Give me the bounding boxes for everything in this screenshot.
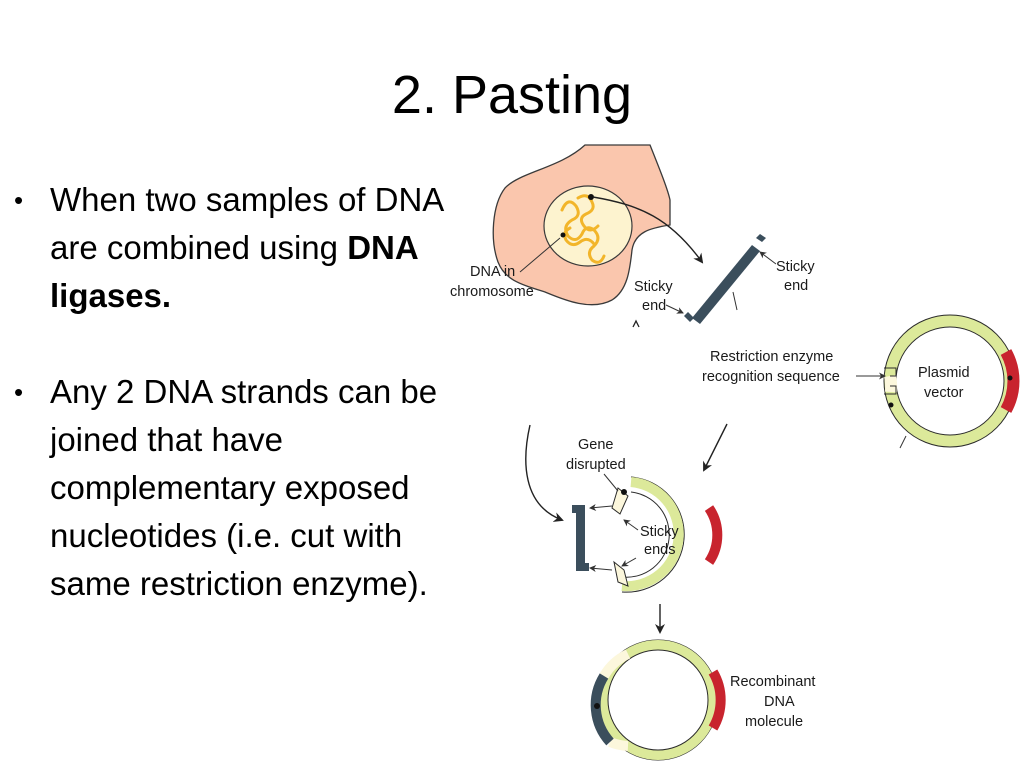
arrow-icon	[525, 424, 564, 522]
pointer-line	[603, 473, 619, 492]
pointer-arrow	[759, 251, 777, 265]
dna-fragment-icon	[684, 234, 766, 324]
opened-plasmid-icon	[611, 476, 723, 593]
bullet-dot-icon: •	[14, 377, 24, 407]
dna-in-chromosome-label: chromosome	[450, 284, 534, 300]
arrow-icon	[703, 423, 728, 472]
bullet-text: Any 2 DNA strands can be joined that hav…	[50, 373, 438, 602]
recombinant-dna-label: DNA	[764, 694, 795, 710]
pointer-arrow	[589, 565, 613, 573]
tick-mark	[732, 291, 738, 311]
slide-title: 2. Pasting	[391, 65, 633, 125]
sticky-ends-label: Sticky	[640, 524, 679, 540]
sticky-ends-label: ends	[644, 542, 675, 558]
arrow-icon	[592, 196, 704, 264]
bullet-dot-icon: •	[14, 185, 24, 215]
recombinant-dna-diagram: DNA in chromosome Sticky end Sticky end	[450, 144, 1020, 761]
recombinant-plasmid-icon	[590, 639, 726, 761]
chromosome-marker-icon	[560, 232, 566, 238]
gene-disrupted-label: Gene	[578, 437, 613, 453]
pointer-arrow	[589, 503, 613, 511]
sticky-end-label-left: end	[642, 298, 666, 314]
sticky-end-label-right: end	[784, 278, 808, 294]
restriction-enzyme-label: Restriction enzyme	[710, 349, 833, 365]
plasmid-vector-label: vector	[924, 385, 964, 401]
gene-disrupted-label: disrupted	[566, 457, 626, 473]
bullet-item-ligases: • When two samples of DNA are combined u…	[14, 176, 484, 320]
dna-fragment-icon	[572, 505, 589, 571]
sticky-end-label-left: Sticky	[634, 279, 673, 295]
bullet-text: When two samples of DNA are combined usi…	[50, 181, 443, 266]
pointer-arrow	[665, 304, 684, 314]
sticky-end-label-right: Sticky	[776, 259, 815, 275]
pointer-line	[519, 237, 561, 273]
nucleus-icon	[543, 185, 633, 267]
recombinant-dna-label: Recombinant	[730, 674, 815, 690]
plasmid-vector-icon	[883, 314, 1020, 448]
pointer-arrow	[621, 557, 637, 567]
bullet-bold-text: DNA ligases.	[50, 229, 418, 314]
tick-mark	[899, 435, 907, 449]
pointer-arrow	[623, 519, 639, 531]
restriction-enzyme-label: recognition sequence	[702, 369, 840, 385]
bullet-list: • When two samples of DNA are combined u…	[14, 176, 484, 608]
chromosome-marker-icon	[588, 194, 594, 200]
dna-in-chromosome-label: DNA in	[470, 264, 515, 280]
bullet-item-complementary: • Any 2 DNA strands can be joined that h…	[14, 368, 484, 608]
plasmid-vector-label: Plasmid	[918, 365, 970, 381]
caret-mark	[632, 319, 640, 328]
recombinant-dna-label: molecule	[745, 714, 803, 730]
